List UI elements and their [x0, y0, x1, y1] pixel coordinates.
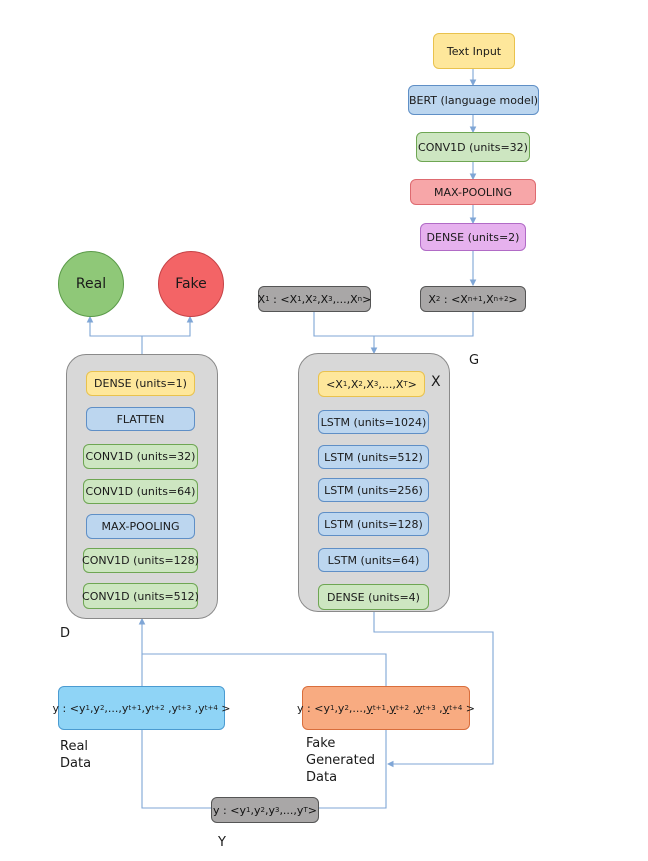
y-seq-prefix: y [213, 803, 220, 817]
conv1d-32-node: CONV1D (units=32) [416, 132, 530, 162]
bert-node: BERT (language model) [408, 85, 539, 115]
discriminator-label: D [60, 626, 71, 641]
real-output-circle: Real [58, 251, 124, 317]
gen-lstm-1024: LSTM (units=1024) [318, 410, 429, 434]
real-data-label: Real Data [60, 739, 92, 771]
disc-conv1d-32: CONV1D (units=32) [83, 444, 198, 469]
gen-x-label: X [431, 374, 441, 390]
x1-prefix: X [257, 292, 266, 306]
disc-conv1d-64: CONV1D (units=64) [83, 479, 198, 504]
generator-label: G [469, 353, 480, 368]
fake-data-label: Fake Generated Data [306, 736, 375, 785]
fake-output-circle: Fake [158, 251, 224, 317]
y-label: Y [218, 835, 226, 850]
gen-lstm-64: LSTM (units=64) [318, 548, 429, 572]
x2-prefix: X [428, 292, 436, 306]
disc-max-pooling: MAX-POOLING [86, 514, 195, 539]
gen-lstm-128: LSTM (units=128) [318, 512, 429, 536]
dense-2-node: DENSE (units=2) [420, 223, 526, 251]
text-input-node: Text Input [433, 33, 515, 69]
disc-conv1d-128: CONV1D (units=128) [82, 548, 199, 573]
gen-lstm-512: LSTM (units=512) [318, 445, 429, 469]
disc-dense-1: DENSE (units=1) [86, 371, 195, 396]
gen-dense-4: DENSE (units=4) [318, 584, 429, 610]
real-y-prefix: y [52, 701, 60, 715]
fake-y-prefix: y [297, 701, 304, 715]
disc-conv1d-512: CONV1D (units=512) [82, 583, 199, 609]
gen-lstm-256: LSTM (units=256) [318, 478, 429, 502]
max-pooling-node: MAX-POOLING [410, 179, 536, 205]
disc-flatten: FLATTEN [86, 407, 195, 431]
